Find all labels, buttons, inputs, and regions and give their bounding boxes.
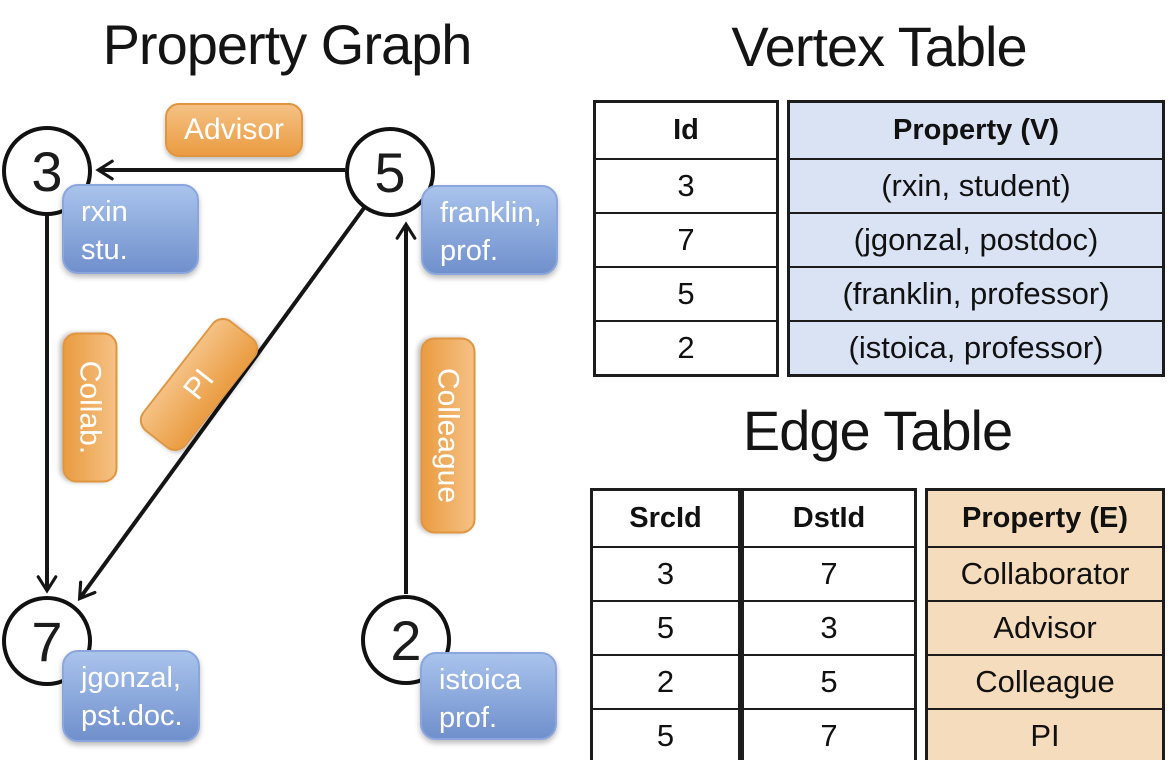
edge-label-collab: Collab. bbox=[62, 332, 118, 483]
node-id: 5 bbox=[374, 140, 406, 204]
vertex-table-title: Vertex Table bbox=[731, 15, 1027, 78]
edge-table-header-dstid: DstId bbox=[792, 502, 866, 534]
table-cell: 5 bbox=[596, 266, 776, 320]
table-cell: 7 bbox=[744, 546, 914, 600]
table-cell: 7 bbox=[744, 708, 914, 760]
vertex-table-header-property: Property (V) bbox=[790, 103, 1162, 158]
graph-node-2: 2 bbox=[361, 595, 451, 685]
table-cell: 3 bbox=[593, 546, 738, 600]
table-cell: 5 bbox=[593, 600, 738, 654]
table-cell: 3 bbox=[596, 158, 776, 212]
table-cell: Colleague bbox=[928, 654, 1162, 708]
table-cell: Advisor bbox=[928, 600, 1162, 654]
edge-label-advisor: Advisor bbox=[165, 103, 303, 157]
edge-table-srcid-column: SrcId 3 5 2 5 bbox=[590, 488, 741, 760]
property-graph-title: Property Graph bbox=[102, 13, 473, 76]
vertex-property-line1: jgonzal, bbox=[81, 662, 181, 694]
table-cell: (jgonzal, postdoc) bbox=[790, 212, 1162, 266]
table-cell: (rxin, student) bbox=[790, 158, 1162, 212]
vertex-property-line1: rxin bbox=[81, 196, 128, 228]
table-cell: Collaborator bbox=[928, 546, 1162, 600]
node-id: 2 bbox=[390, 608, 422, 672]
table-cell: 2 bbox=[596, 320, 776, 374]
node-id: 3 bbox=[31, 139, 63, 203]
edge-5-to-7 bbox=[77, 206, 366, 601]
edge-table-title: Edge Table bbox=[742, 399, 1013, 462]
vertex-property-box-2: istoica prof. bbox=[420, 652, 557, 740]
table-cell: 2 bbox=[593, 654, 738, 708]
table-cell: (franklin, professor) bbox=[790, 266, 1162, 320]
vertex-property-box-5: franklin, prof. bbox=[421, 185, 558, 275]
graph-node-5: 5 bbox=[345, 127, 435, 217]
table-cell: 7 bbox=[596, 212, 776, 266]
vertex-property-line1: franklin, bbox=[440, 197, 542, 229]
graph-edges bbox=[36, 159, 417, 601]
edge-label-colleague: Colleague bbox=[420, 337, 476, 534]
table-cell: 5 bbox=[593, 708, 738, 760]
node-id: 7 bbox=[31, 609, 63, 673]
table-cell: (istoica, professor) bbox=[790, 320, 1162, 374]
vertex-property-line2: pst.doc. bbox=[81, 700, 183, 732]
vertex-table-property-column: Property (V) (rxin, student) (jgonzal, p… bbox=[787, 100, 1165, 377]
table-cell: 5 bbox=[744, 654, 914, 708]
vertex-property-box-7: jgonzal, pst.doc. bbox=[62, 650, 200, 742]
edge-table-dstid-column: DstId 7 3 5 7 bbox=[741, 488, 917, 760]
edge-table-property-column: Property (E) Collaborator Advisor Collea… bbox=[925, 488, 1165, 760]
vertex-property-line2: prof. bbox=[439, 702, 498, 734]
table-cell: PI bbox=[928, 708, 1162, 760]
vertex-table-header-id: Id bbox=[673, 114, 699, 146]
edge-table-header-srcid: SrcId bbox=[629, 502, 702, 534]
vertex-property-box-3: rxin stu. bbox=[62, 184, 199, 274]
vertex-property-line1: istoica bbox=[439, 664, 522, 696]
edge-table-header-property: Property (E) bbox=[928, 491, 1162, 546]
vertex-property-line2: prof. bbox=[440, 235, 499, 267]
vertex-property-line2: stu. bbox=[81, 234, 128, 266]
table-cell: 3 bbox=[744, 600, 914, 654]
vertex-table-id-column: Id 3 7 5 2 bbox=[593, 100, 779, 377]
